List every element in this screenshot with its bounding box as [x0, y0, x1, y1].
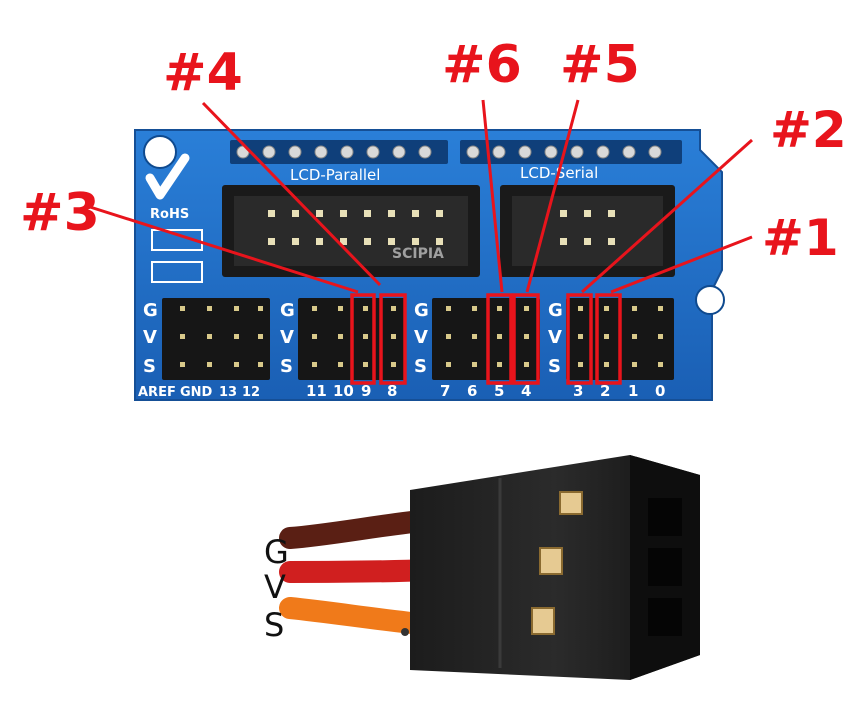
sensor-shield-board: RoHS LCD-Parallel LCD-Serial	[134, 129, 725, 401]
callout-3: #3	[20, 183, 100, 243]
pin-number-labels: AREF GND 13 12 11 10 9 8 7 6 5 4 3 2 1 0	[138, 382, 665, 400]
wire-labels: G V S	[264, 533, 289, 644]
lcd-serial-connector	[500, 185, 675, 277]
svg-text:2: 2	[600, 382, 610, 400]
svg-text:7: 7	[440, 382, 450, 400]
top-header-strip-right	[460, 140, 682, 164]
svg-text:0: 0	[655, 382, 665, 400]
svg-text:13: 13	[219, 385, 237, 400]
callout-lines	[89, 99, 753, 294]
wire-label-signal: S	[264, 606, 284, 644]
callout-1: #1	[762, 209, 839, 267]
svg-text:6: 6	[467, 382, 477, 400]
svg-text:9: 9	[361, 382, 371, 400]
svg-text:4: 4	[521, 382, 531, 400]
svg-text:G: G	[548, 300, 563, 321]
highlight-pin-2	[595, 293, 622, 385]
svg-text:V: V	[414, 327, 428, 348]
callout-5: #5	[560, 35, 640, 95]
svg-text:S: S	[280, 356, 293, 377]
svg-text:G: G	[414, 300, 429, 321]
svg-text:1: 1	[628, 382, 638, 400]
callout-2: #2	[770, 101, 847, 159]
svg-text:3: 3	[573, 382, 583, 400]
rohs-logo-text: RoHS	[150, 207, 189, 222]
svg-text:S: S	[143, 356, 156, 377]
wire-label-ground: G	[264, 533, 289, 571]
svg-text:G: G	[143, 300, 158, 321]
svg-text:V: V	[548, 327, 562, 348]
svg-text:5: 5	[494, 382, 504, 400]
svg-text:8: 8	[387, 382, 397, 400]
svg-text:V: V	[143, 327, 157, 348]
callout-4: #4	[163, 43, 243, 103]
servo-wires	[279, 509, 441, 636]
svg-text:12: 12	[242, 385, 260, 400]
svg-text:V: V	[280, 327, 294, 348]
callout-labels: #4 #6 #5 #3 #2 #1	[20, 35, 847, 267]
callout-6: #6	[442, 35, 522, 95]
servo-connector-photo	[279, 455, 700, 680]
svg-text:GND: GND	[180, 385, 213, 400]
highlight-pin-5	[486, 293, 513, 385]
rohs-logo: RoHS	[145, 153, 203, 283]
row-letters: G V S G V S G V S G V S	[143, 300, 563, 377]
highlight-pin-8	[379, 293, 407, 385]
svg-text:11: 11	[306, 382, 327, 400]
wire-label-voltage: V	[264, 568, 286, 606]
top-header-strip-left	[230, 140, 448, 164]
svg-text:S: S	[414, 356, 427, 377]
svg-text:S: S	[548, 356, 561, 377]
highlight-pin-4	[512, 293, 540, 385]
svg-text:10: 10	[333, 382, 354, 400]
svg-text:AREF: AREF	[138, 385, 176, 400]
watermark-text: SCIPIA	[392, 246, 444, 262]
lcd-parallel-label: LCD-Parallel	[290, 166, 380, 184]
highlight-pin-3	[566, 293, 593, 385]
pin-highlights	[350, 293, 622, 385]
lcd-parallel-connector	[222, 185, 480, 277]
highlight-pin-9	[350, 293, 376, 385]
svg-text:G: G	[280, 300, 295, 321]
